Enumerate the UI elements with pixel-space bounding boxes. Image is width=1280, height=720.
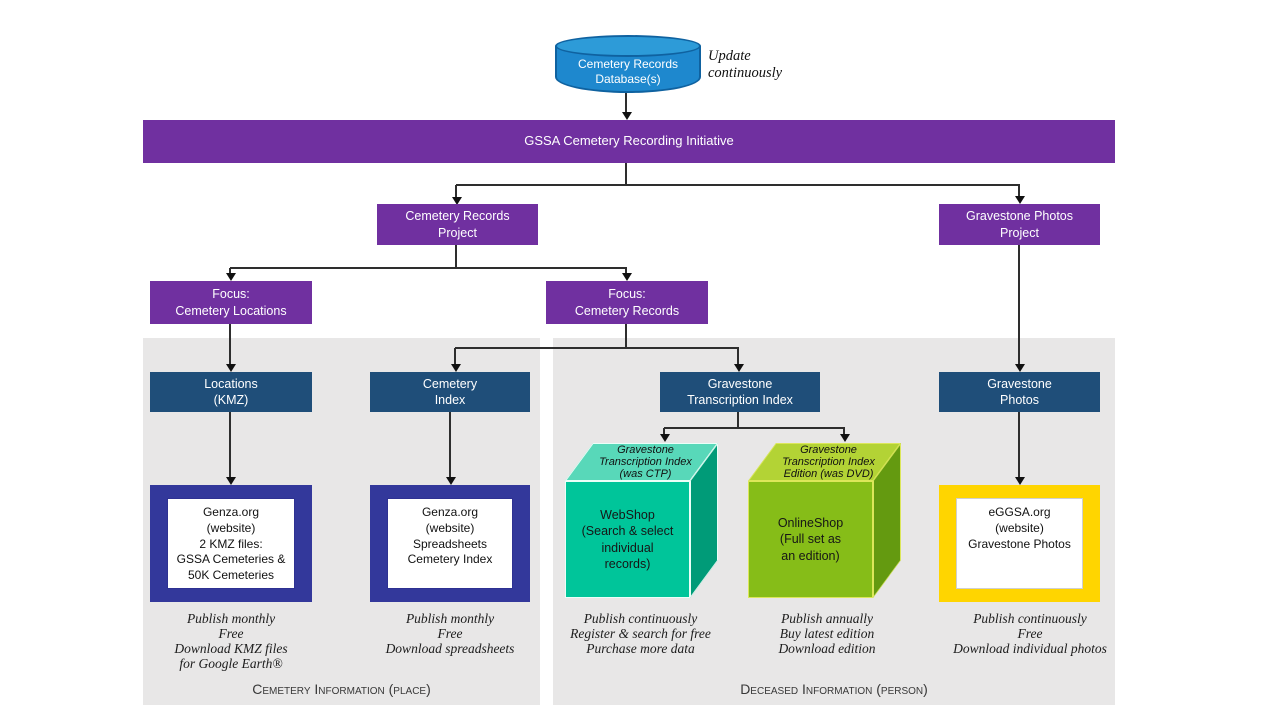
note-onlineshop: Publish annually Buy latest edition Down… [778, 611, 876, 656]
connector-line [737, 348, 739, 364]
arrowhead [1015, 364, 1025, 372]
note-kmz: Publish monthly Free Download KMZ files … [174, 611, 288, 671]
connector-line [625, 268, 627, 274]
focus-cemetery-records-box: Focus: Cemetery Records [546, 281, 708, 324]
note-spreadsheets: Publish monthly Free Download spreadshee… [385, 611, 515, 656]
genza-kmz-card: Genza.org (website) 2 KMZ files: GSSA Ce… [167, 498, 295, 589]
connector-line [449, 412, 451, 477]
connector-line [229, 324, 231, 364]
genza-spreadsheets-frame: Genza.org (website) Spreadsheets Cemeter… [370, 485, 530, 602]
caption-cemetery-information: Cemetery Information (place) [252, 681, 431, 697]
connector-line [456, 184, 1020, 186]
update-continuously-note: Update continuously [708, 48, 783, 82]
database-label: Cemetery Records Database(s) [577, 57, 679, 86]
caption-deceased-information: Deceased Information (person) [740, 681, 928, 697]
connector-line [455, 245, 457, 268]
connector-line [229, 268, 231, 274]
connector-line [625, 163, 627, 185]
onlineshop-cube-front-label: OnlineShop (Full set as an edition) [777, 516, 844, 563]
gravestone-transcription-index-box: Gravestone Transcription Index [660, 372, 820, 412]
webshop-cube-front-face [565, 481, 690, 598]
connector-line [229, 412, 231, 477]
arrowhead [451, 364, 461, 372]
arrowhead [734, 364, 744, 372]
arrowhead [622, 112, 632, 120]
locations-kmz-box: Locations (KMZ) [150, 372, 312, 412]
connector-line [663, 428, 665, 435]
connector-line [1018, 245, 1020, 364]
eggsa-photos-frame: eGGSA.org (website) Gravestone Photos [939, 485, 1100, 602]
arrowhead [446, 477, 456, 485]
arrowhead [452, 197, 462, 205]
connector-line [843, 428, 845, 435]
connector-line [664, 427, 845, 429]
connector-line [1018, 412, 1020, 477]
onlineshop-cube: Gravestone Transcription Index Edition (… [748, 443, 903, 599]
focus-cemetery-locations-box: Focus: Cemetery Locations [150, 281, 312, 324]
arrowhead [622, 273, 632, 281]
arrowhead [660, 434, 670, 442]
connector-line [455, 347, 739, 349]
gravestone-photos-project-box: Gravestone Photos Project [939, 204, 1100, 245]
note-photos: Publish continuously Free Download indiv… [953, 611, 1107, 656]
connector-line [737, 412, 739, 428]
arrowhead [226, 364, 236, 372]
cemetery-index-box: Cemetery Index [370, 372, 530, 412]
arrowhead [840, 434, 850, 442]
arrowhead [226, 477, 236, 485]
webshop-cube-top-label: Gravestone Transcription Index (was CTP) [599, 444, 692, 481]
connector-line [230, 267, 627, 269]
genza-spreadsheets-card: Genza.org (website) Spreadsheets Cemeter… [387, 498, 513, 589]
connector-line [625, 324, 627, 348]
gravestone-photos-box: Gravestone Photos [939, 372, 1100, 412]
note-webshop: Publish continuously Register & search f… [570, 611, 711, 656]
cemetery-records-project-box: Cemetery Records Project [377, 204, 538, 245]
webshop-cube-front-label: WebShop (Search & select individual reco… [581, 508, 674, 571]
database-cylinder: Cemetery Records Database(s) [555, 35, 701, 93]
onlineshop-cube-front-face [748, 481, 873, 598]
genza-kmz-frame: Genza.org (website) 2 KMZ files: GSSA Ce… [150, 485, 312, 602]
onlineshop-cube-top-label: Gravestone Transcription Index Edition (… [782, 444, 875, 481]
arrowhead [226, 273, 236, 281]
arrowhead [1015, 477, 1025, 485]
initiative-banner: GSSA Cemetery Recording Initiative [143, 120, 1115, 163]
arrowhead [1015, 196, 1025, 204]
webshop-cube: Gravestone Transcription Index (was CTP)… [565, 443, 720, 599]
eggsa-photos-card: eGGSA.org (website) Gravestone Photos [956, 498, 1083, 589]
connector-line [454, 348, 456, 364]
database-cylinder-top [555, 35, 701, 57]
connector-line [625, 93, 627, 112]
connector-line [455, 185, 457, 197]
connector-line [1018, 185, 1020, 196]
